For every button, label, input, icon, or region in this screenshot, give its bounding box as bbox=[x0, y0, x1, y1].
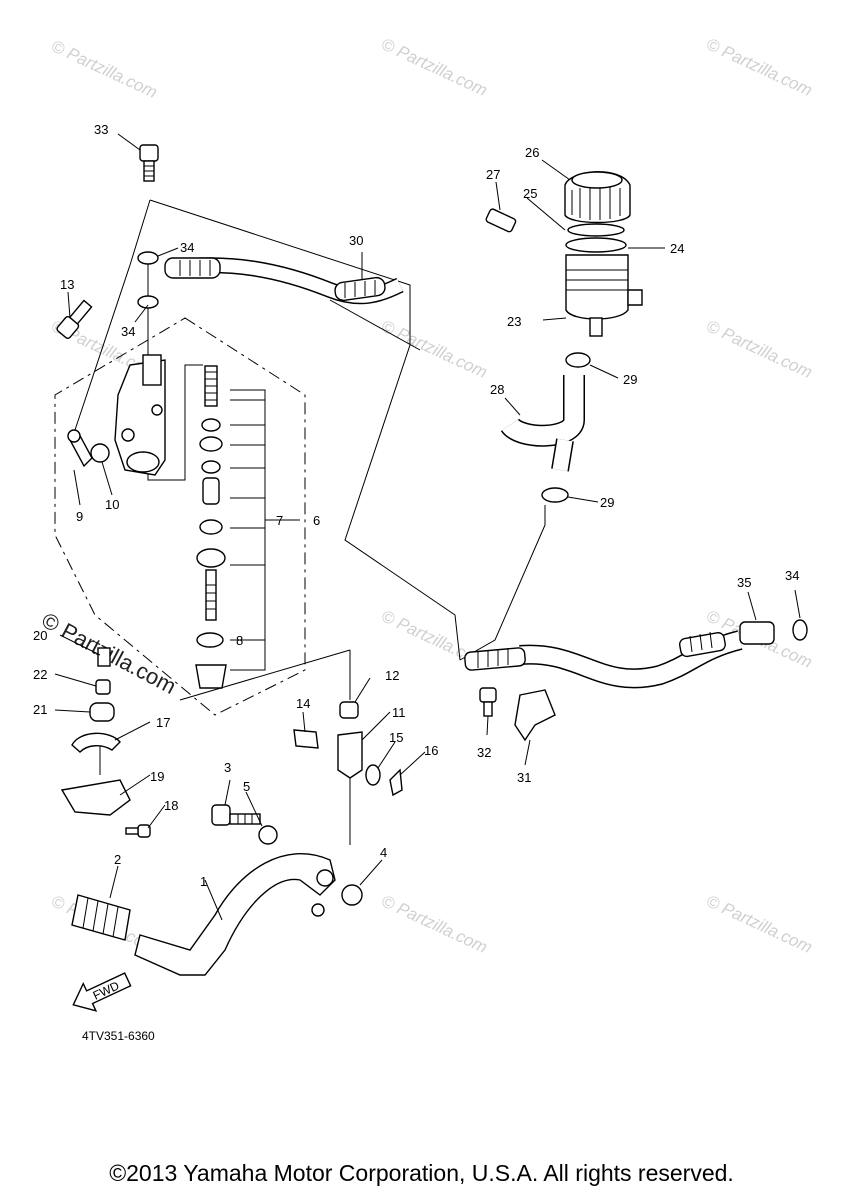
diagram-code: 4TV351-6360 bbox=[82, 1029, 155, 1043]
callout-34-lower: 34 bbox=[121, 324, 135, 339]
watermark-text: © Partzilla.com bbox=[703, 34, 815, 100]
callout-22: 22 bbox=[33, 667, 47, 682]
washer-15 bbox=[365, 764, 381, 786]
boot-kit bbox=[195, 664, 227, 689]
watermark-text: © Partzilla.com bbox=[378, 891, 490, 957]
adapter-35 bbox=[739, 621, 775, 645]
bushing-21 bbox=[89, 702, 115, 722]
callout-20: 20 bbox=[33, 628, 47, 643]
bolt-32 bbox=[479, 687, 497, 717]
cotter-pin-16 bbox=[389, 768, 403, 797]
watermark-text: © Partzilla.com bbox=[378, 34, 490, 100]
pedal-pivot bbox=[316, 869, 334, 887]
callout-labels: 1 2 3 4 5 6 7 8 9 10 11 12 13 14 15 16 1… bbox=[33, 122, 799, 889]
callout-6: 6 bbox=[313, 513, 320, 528]
bolt-33 bbox=[139, 144, 159, 182]
brake-hose-lower bbox=[464, 630, 743, 689]
watermark-text: © Partzilla.com bbox=[378, 316, 490, 382]
nut-4 bbox=[341, 884, 363, 906]
callout-9: 9 bbox=[76, 509, 83, 524]
collar-22 bbox=[95, 679, 111, 695]
collar-12 bbox=[339, 701, 359, 719]
callout-17: 17 bbox=[156, 715, 170, 730]
callout-leaders bbox=[54, 133, 801, 921]
clamp-29-lower bbox=[541, 487, 569, 503]
callout-15: 15 bbox=[389, 730, 403, 745]
callout-4: 4 bbox=[380, 845, 387, 860]
leader-lines bbox=[74, 199, 546, 845]
callout-28: 28 bbox=[490, 382, 504, 397]
pedal-rubber-2 bbox=[71, 894, 131, 941]
copyright-notice: ©2013 Yamaha Motor Corporation, U.S.A. A… bbox=[109, 1160, 734, 1186]
watermark-text: © Partzilla.com bbox=[703, 891, 815, 957]
master-cylinder-body bbox=[114, 354, 166, 476]
callout-29-upper: 29 bbox=[623, 372, 637, 387]
washer-34-lower bbox=[137, 295, 159, 309]
washer-34-upper bbox=[137, 251, 159, 265]
callout-35: 35 bbox=[737, 575, 751, 590]
callout-34-upper: 34 bbox=[180, 240, 194, 255]
bolt-18 bbox=[125, 824, 151, 838]
bolt-13 bbox=[56, 299, 93, 339]
reservoir-group bbox=[485, 171, 643, 368]
brake-hose-30 bbox=[164, 257, 404, 305]
cap-10 bbox=[90, 443, 110, 463]
callout-13: 13 bbox=[60, 277, 74, 292]
brake-pedal-1 bbox=[134, 853, 336, 976]
callout-11: 11 bbox=[392, 705, 406, 720]
callout-19: 19 bbox=[150, 769, 164, 784]
kit-boundary bbox=[54, 317, 306, 716]
washer-34-right bbox=[792, 619, 808, 641]
callout-29-lower: 29 bbox=[600, 495, 614, 510]
fwd-arrow-icon: FWD bbox=[72, 972, 132, 1012]
watermark-text: © Partzilla.com bbox=[48, 36, 160, 102]
callout-14: 14 bbox=[296, 696, 310, 711]
callout-30: 30 bbox=[349, 233, 363, 248]
callout-18: 18 bbox=[164, 798, 178, 813]
callout-32: 32 bbox=[477, 745, 491, 760]
callout-33: 33 bbox=[94, 122, 108, 137]
clip-17 bbox=[71, 732, 121, 753]
hose-clamp-31 bbox=[514, 689, 556, 742]
callout-24: 24 bbox=[670, 241, 684, 256]
circlip-8 bbox=[196, 632, 224, 648]
callout-25: 25 bbox=[523, 186, 537, 201]
pin-9-head bbox=[67, 429, 81, 443]
callout-8: 8 bbox=[236, 633, 243, 648]
pedal-pivot-inner bbox=[311, 903, 325, 917]
pin-14 bbox=[293, 729, 319, 749]
callout-26: 26 bbox=[525, 145, 539, 160]
callout-2: 2 bbox=[114, 852, 121, 867]
callout-12: 12 bbox=[385, 668, 399, 683]
callout-21: 21 bbox=[33, 702, 47, 717]
callout-23: 23 bbox=[507, 314, 521, 329]
callout-7: 7 bbox=[276, 513, 283, 528]
washer-5 bbox=[258, 825, 278, 845]
callout-3: 3 bbox=[224, 760, 231, 775]
fwd-label: FWD bbox=[91, 978, 122, 1002]
callout-34-right: 34 bbox=[785, 568, 799, 583]
callout-10: 10 bbox=[105, 497, 119, 512]
bolt-3 bbox=[211, 804, 261, 826]
bracket-19 bbox=[60, 779, 131, 816]
bolt-20 bbox=[97, 647, 111, 667]
callout-16: 16 bbox=[424, 743, 438, 758]
watermark-layer: © Partzilla.com © Partzilla.com © Partzi… bbox=[48, 34, 815, 957]
piston-kit-7 bbox=[196, 365, 226, 621]
watermark-text: © Partzilla.com bbox=[703, 316, 815, 382]
callout-31: 31 bbox=[517, 770, 531, 785]
callout-27: 27 bbox=[486, 167, 500, 182]
callout-1: 1 bbox=[200, 874, 207, 889]
callout-5: 5 bbox=[243, 779, 250, 794]
clevis-11 bbox=[337, 731, 363, 779]
